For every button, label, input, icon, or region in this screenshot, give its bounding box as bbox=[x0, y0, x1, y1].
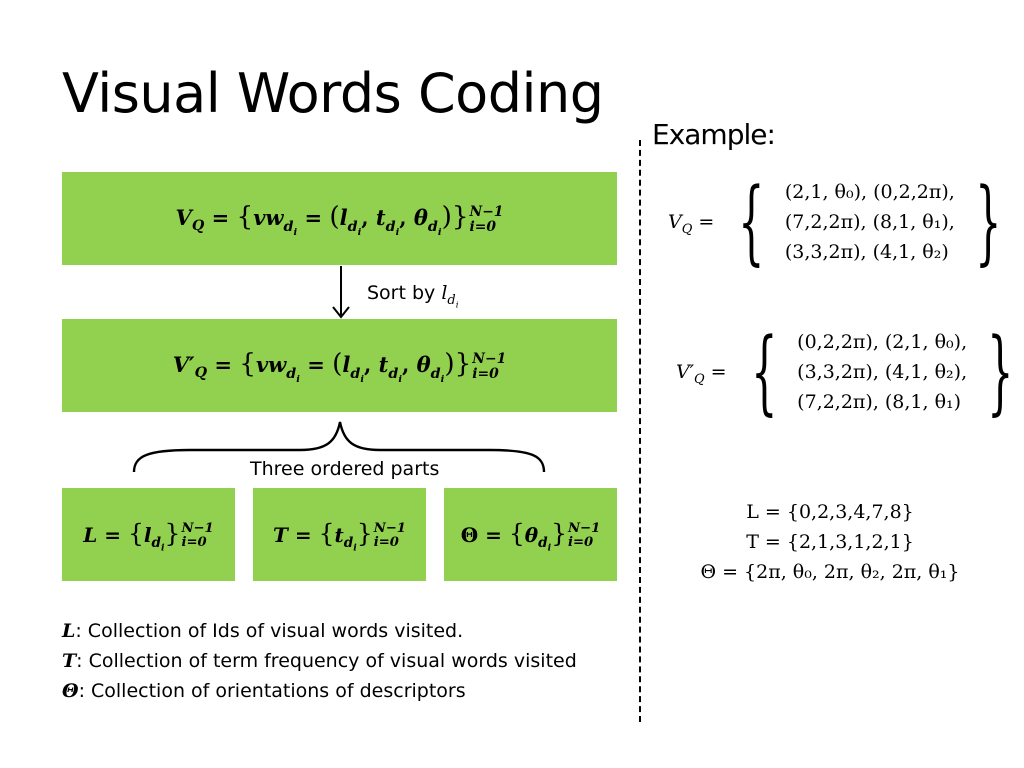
legend: L: Collection of Ids of visual words vis… bbox=[62, 616, 577, 706]
right-brace-icon: } bbox=[974, 168, 1002, 275]
set-l: L = {0,2,3,4,7,8} bbox=[746, 501, 914, 523]
set-theta: Θ = {2π, θ₀, 2π, θ₂, 2π, θ₁} bbox=[700, 561, 960, 583]
vpq-example: V′Q = { (0,2,2π), (2,1, θ₀), (3,3,2π), (… bbox=[676, 318, 1014, 425]
vq-example: VQ = { (2,1, θ₀), (0,2,2π), (7,2,2π), (8… bbox=[668, 168, 1002, 275]
vpq-row: (0,2,2π), (2,1, θ₀), bbox=[797, 331, 968, 353]
vq-row: (7,2,2π), (8,1, θ₁), bbox=[784, 211, 955, 233]
set-t: T = {2,1,3,1,2,1} bbox=[746, 531, 914, 553]
example-title: Example: bbox=[652, 118, 776, 151]
legend-item-theta: Θ: Collection of orientations of descrip… bbox=[62, 680, 466, 702]
left-brace-icon: { bbox=[750, 318, 778, 425]
parts-label: Three ordered parts bbox=[250, 458, 440, 480]
vpq-row: (7,2,2π), (8,1, θ₁) bbox=[797, 391, 962, 413]
arrow-down-icon bbox=[332, 266, 350, 319]
sort-label: Sort by ldi bbox=[367, 282, 459, 311]
slide-title: Visual Words Coding bbox=[62, 62, 604, 125]
legend-item-t: T: Collection of term frequency of visua… bbox=[62, 650, 577, 672]
left-brace-icon: { bbox=[738, 168, 765, 275]
vpq-row: (3,3,2π), (4,1, θ₂), bbox=[797, 361, 968, 383]
vq-row: (2,1, θ₀), (0,2,2π), bbox=[784, 181, 955, 203]
ordered-sets: L = {0,2,3,4,7,8} T = {2,1,3,1,2,1} Θ = … bbox=[680, 497, 980, 587]
right-brace-icon: } bbox=[987, 318, 1014, 425]
dashed-divider bbox=[639, 140, 641, 722]
vq-row: (3,3,2π), (4,1, θ₂) bbox=[784, 241, 949, 263]
legend-item-l: L: Collection of Ids of visual words vis… bbox=[62, 620, 464, 642]
curly-brace-icon bbox=[132, 421, 546, 473]
